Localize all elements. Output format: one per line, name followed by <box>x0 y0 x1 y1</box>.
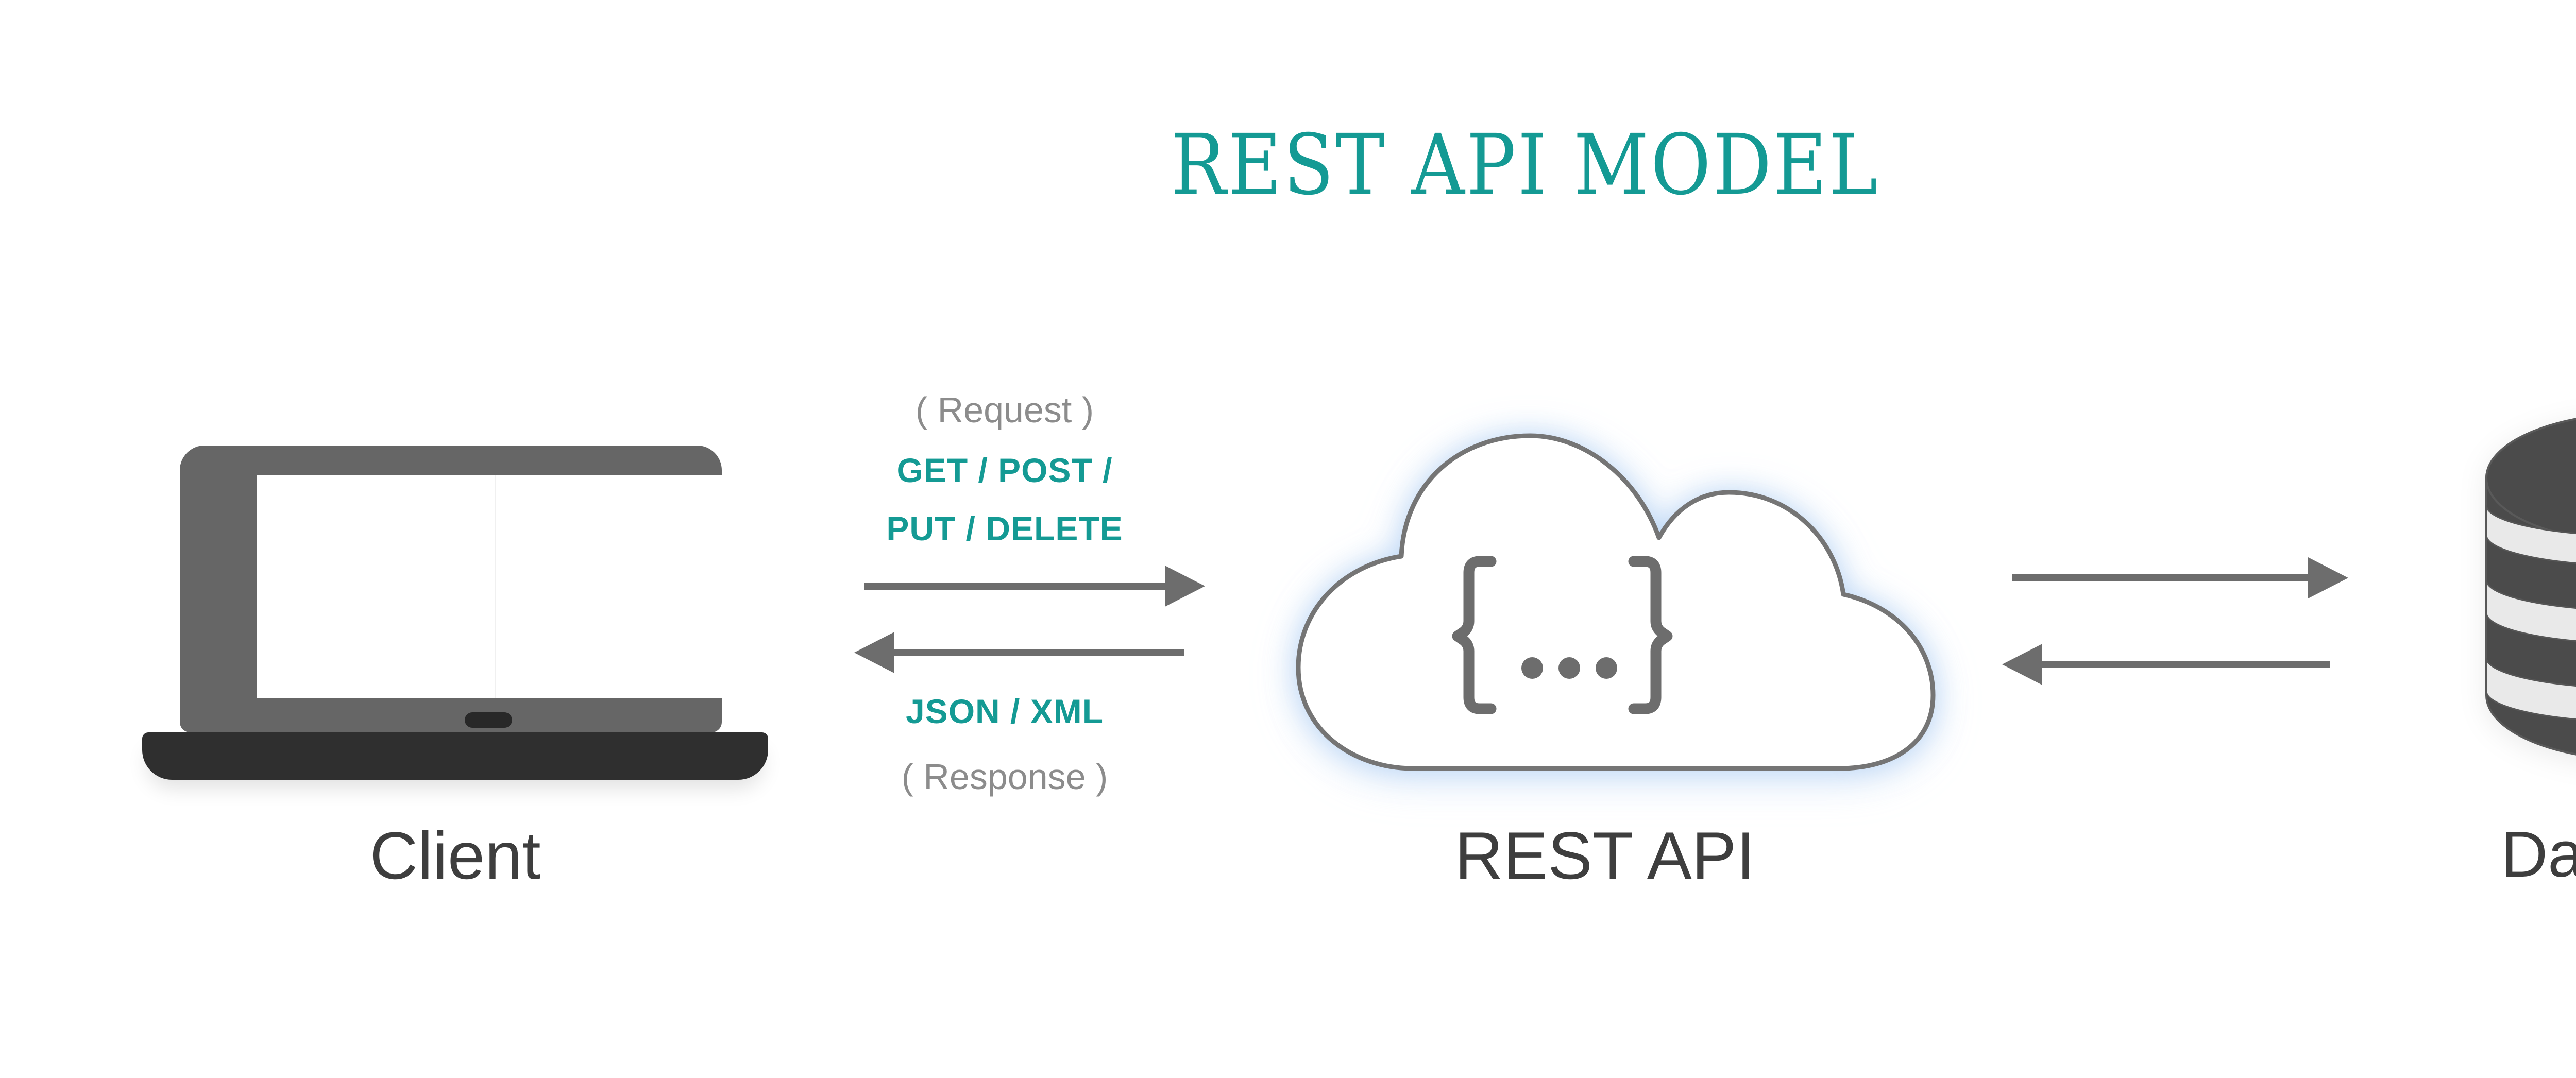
cloud-outline-path <box>1296 433 1936 771</box>
response-arrow-shaft <box>890 649 1184 656</box>
database-label: Database <box>2501 818 2576 891</box>
laptop-bezel <box>180 446 733 732</box>
client-api-flow-labels: ( Request ) GET / POST / PUT / DELETE JS… <box>824 0 1185 1078</box>
request-arrow-shaft <box>864 583 1169 590</box>
response-annotation: ( Response ) <box>901 757 1108 797</box>
response-arrow-head <box>854 632 894 673</box>
request-arrow-icon <box>864 566 1205 607</box>
ellipsis-dot-3 <box>1596 657 1617 679</box>
request-annotation: ( Request ) <box>915 390 1094 430</box>
rest-api-label: REST API <box>1454 818 1755 893</box>
right-brace-icon <box>1628 556 1673 714</box>
laptop-icon <box>142 446 768 780</box>
db-to-api-arrow-head <box>2002 644 2042 685</box>
laptop-base <box>142 732 768 780</box>
database-cylinder-icon <box>2485 418 2576 756</box>
laptop-screen-seam <box>495 475 496 698</box>
database-top-disk <box>2485 418 2576 538</box>
database-stripe-3 <box>2485 657 2576 721</box>
left-brace-icon <box>1452 556 1497 714</box>
cloud-icon <box>1296 433 1936 771</box>
ellipsis-dot-1 <box>1521 657 1543 679</box>
braces-ellipsis-icon <box>1452 556 1673 714</box>
db-to-api-arrow-icon <box>2002 644 2330 685</box>
ellipsis-dot-2 <box>1558 657 1580 679</box>
api-to-db-arrow-shaft <box>2012 574 2312 581</box>
db-to-api-arrow-shaft <box>2038 661 2330 668</box>
response-arrow-icon <box>854 632 1184 673</box>
api-to-db-arrow-head <box>2308 557 2348 598</box>
database-stripe-1 <box>2485 505 2576 564</box>
laptop-screen <box>257 475 733 698</box>
database-stripe-2 <box>2485 579 2576 642</box>
request-methods-line1: GET / POST / <box>896 451 1113 489</box>
page-title: REST API MODEL <box>1072 124 1978 207</box>
client-label: Client <box>369 818 541 893</box>
request-arrow-head <box>1165 566 1205 607</box>
request-methods-line2: PUT / DELETE <box>886 509 1123 547</box>
api-to-db-arrow-icon <box>2012 557 2348 598</box>
page-title-text: REST API MODEL <box>1171 117 1879 214</box>
laptop-hinge-notch <box>465 712 512 728</box>
response-formats: JSON / XML <box>905 692 1104 730</box>
